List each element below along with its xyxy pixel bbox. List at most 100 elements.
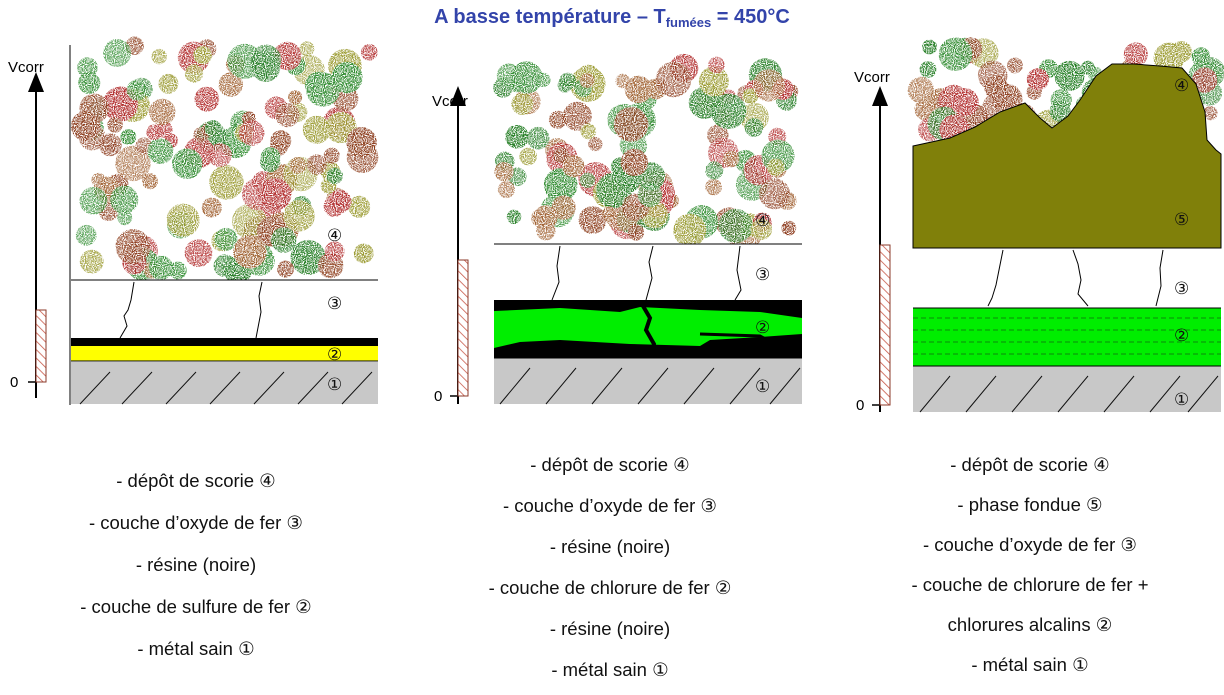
slag-particle xyxy=(79,93,109,124)
resin-layer xyxy=(71,338,378,346)
iron-oxide-layer xyxy=(494,243,802,301)
slag-particle xyxy=(1123,42,1148,67)
slag-particle xyxy=(78,123,106,151)
label-metal: ① xyxy=(1174,390,1189,410)
slag-particle xyxy=(288,90,303,105)
slag-particle xyxy=(759,178,790,210)
legend-panel-2: - dépôt de scorie ④ - couche d’oxyde de … xyxy=(414,444,806,690)
slag-particle xyxy=(151,48,167,65)
slag-particle xyxy=(781,220,797,236)
slag-particle xyxy=(601,206,618,222)
slag-particle xyxy=(201,197,222,218)
slag-particle xyxy=(79,186,108,215)
label-melt: ⑤ xyxy=(1174,210,1189,230)
slag-particle xyxy=(353,243,374,264)
slag-particle xyxy=(323,147,340,164)
slag-particle xyxy=(580,123,597,140)
slag-particle xyxy=(744,118,764,137)
slag-particle xyxy=(79,249,104,274)
vcorr-axis-2: Vcorr 0 xyxy=(432,86,469,405)
slag-particle xyxy=(1026,68,1049,91)
slag-particle xyxy=(115,145,151,182)
slag-particle xyxy=(578,206,607,234)
slag-particle xyxy=(613,107,649,142)
legend-item: - couche d’oxyde de fer ③ xyxy=(922,534,1138,555)
slag-particle xyxy=(579,172,596,188)
label-slag: ④ xyxy=(755,211,770,231)
iron-oxide-layer xyxy=(71,279,378,339)
slag-deposit xyxy=(70,36,379,285)
slag-particle xyxy=(624,75,653,104)
slag-particle xyxy=(297,249,317,269)
panel-1: Vcorr 0 ④ ③ ② ① xyxy=(8,36,379,405)
legend-item: - métal sain ① xyxy=(137,638,255,659)
slag-particle xyxy=(596,172,632,209)
slag-particle xyxy=(148,255,174,280)
slag-particle xyxy=(103,39,132,67)
slag-particle xyxy=(270,227,297,253)
vcorr-label: Vcorr xyxy=(432,93,468,110)
healthy-metal-layer xyxy=(913,365,1221,413)
slag-particle xyxy=(194,86,220,112)
slag-particle xyxy=(526,126,550,150)
slag-particle xyxy=(620,148,648,177)
slag-particle xyxy=(283,200,315,232)
slag-particle xyxy=(752,69,786,102)
slag-particle xyxy=(922,39,938,55)
slag-particle xyxy=(511,92,534,115)
corrosion-rate-bar xyxy=(35,309,47,383)
slag-particle xyxy=(78,72,101,94)
slag-particle xyxy=(233,235,267,269)
slag-particle xyxy=(302,115,331,144)
label-slag: ④ xyxy=(1174,76,1189,96)
legend-panel-1: - dépôt de scorie ④ - couche d’oxyde de … xyxy=(2,460,390,670)
slag-particle xyxy=(193,46,212,65)
vcorr-axis-1: Vcorr 0 xyxy=(8,59,47,398)
slag-particle xyxy=(548,110,567,129)
slag-particle xyxy=(91,172,106,188)
slag-particle xyxy=(562,101,592,131)
slag-particle xyxy=(142,173,158,190)
slag-particle xyxy=(1007,57,1023,74)
slag-particle xyxy=(579,73,595,89)
slag-particle xyxy=(551,195,576,220)
label-metal: ① xyxy=(755,377,770,397)
page-title: A basse température – Tfumées = 450°C xyxy=(434,6,790,30)
legend-item: - résine (noire) xyxy=(549,536,671,557)
label-sulfide: ② xyxy=(327,345,342,365)
legend-item: - métal sain ① xyxy=(971,654,1089,675)
slag-particle xyxy=(251,52,281,82)
slag-particle xyxy=(218,72,243,97)
corrosion-rate-bar xyxy=(457,259,469,397)
slag-particle xyxy=(531,208,550,228)
slag-particle xyxy=(115,229,151,264)
slag-particle xyxy=(331,62,363,94)
slag-particle xyxy=(149,98,176,126)
legend-item: - métal sain ① xyxy=(551,659,669,680)
slag-particle xyxy=(299,41,315,57)
slag-particle xyxy=(75,224,97,246)
slag-particle xyxy=(172,148,203,179)
vcorr-axis-3: Vcorr 0 xyxy=(854,69,891,414)
slag-particle xyxy=(705,178,722,196)
slag-particle xyxy=(1192,67,1218,93)
label-chloride: ② xyxy=(1174,326,1189,346)
healthy-metal-layer xyxy=(71,362,378,405)
axis-zero-label: 0 xyxy=(856,397,864,414)
slag-particle xyxy=(1049,100,1071,122)
slag-particle xyxy=(627,224,645,241)
corrosion-rate-bar xyxy=(879,244,891,406)
slag-particle xyxy=(1081,60,1095,75)
slag-particle xyxy=(494,161,514,182)
slag-particle xyxy=(166,203,200,237)
slag-particle xyxy=(306,154,327,175)
label-oxide: ③ xyxy=(327,294,342,314)
slag-particle xyxy=(305,71,333,100)
slag-particle xyxy=(718,208,753,243)
legend-item: - dépôt de scorie ④ xyxy=(950,454,1110,475)
legend-item: - phase fondue ⑤ xyxy=(957,494,1103,515)
slag-particle xyxy=(722,150,740,168)
legend-item: - couche de chlorure de fer + xyxy=(911,574,1149,595)
slag-particle xyxy=(673,213,707,247)
legend-item: - dépôt de scorie ④ xyxy=(530,454,690,475)
